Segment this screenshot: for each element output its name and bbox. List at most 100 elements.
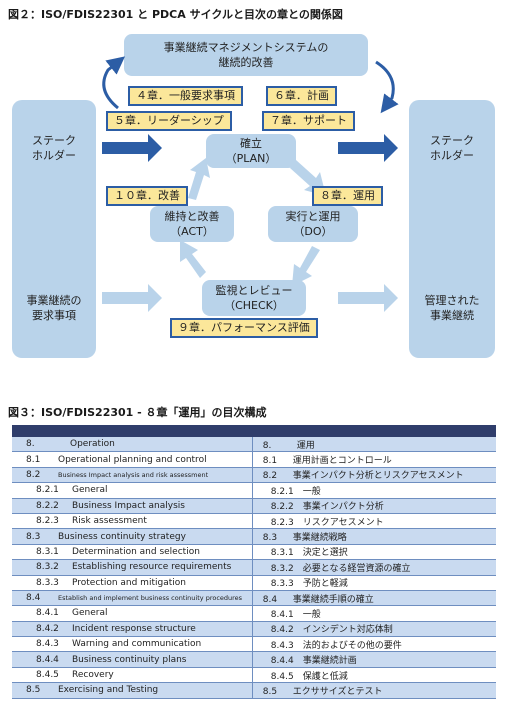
act-box: 維持と改善 （ACT）	[150, 206, 234, 242]
section-number: 8.	[262, 440, 272, 451]
toc-cell-en: 8. Operation	[12, 437, 253, 453]
left-stakeholder-label: ステーク ホルダー	[32, 134, 76, 162]
section-title: 法的およびその他の要件	[302, 640, 402, 651]
section-number: 8.4.2	[36, 623, 59, 634]
section-title: Incident response structure	[72, 623, 196, 634]
section-number: 8.4.2	[270, 625, 294, 636]
section-title: 事業継続戦略	[292, 533, 347, 544]
plan-box: 確立 （PLAN）	[206, 134, 296, 168]
section-title: 予防と軽減	[302, 579, 348, 590]
left-top-arrow	[102, 134, 162, 162]
section-number: 8.2.3	[270, 517, 294, 528]
section-number: 8.3.2	[36, 562, 59, 573]
section-title: Operational planning and control	[58, 454, 207, 465]
figure3-title: 図３：ISO/FDIS22301 - ８章「運用」の目次構成	[8, 406, 267, 419]
section-title: Operation	[70, 439, 115, 450]
section-number: 8.1	[262, 456, 278, 467]
section-title: Protection and mitigation	[72, 577, 186, 588]
section-title: 運用	[296, 440, 315, 451]
do-box: 実行と運用 （DO）	[268, 206, 358, 242]
section-title: Establishing resource requirements	[72, 562, 232, 573]
act-to-plan-arrow	[188, 158, 210, 200]
left-requirements-label: 事業継続の 要求事項	[26, 294, 82, 322]
section-number: 8.3.2	[270, 563, 294, 574]
section-title: 事業継続計画	[302, 656, 357, 667]
section-title: Recovery	[72, 670, 114, 681]
section-number: 8.2.1	[36, 485, 59, 496]
toc-cell-en: 8.2.1 General	[12, 482, 253, 499]
section-number: 8.3.3	[270, 579, 294, 590]
section-title: 事業インパクト分析	[302, 502, 384, 513]
toc-cell-ja: 8. 運用	[252, 437, 496, 453]
pdca-diagram: 図２：ISO/FDIS22301 と PDCA サイクルと目次の章との関係図 ス…	[8, 8, 495, 358]
section-number: 8.4.5	[270, 671, 294, 682]
section-title: Business Impact analysis	[72, 500, 185, 511]
section-number: 8.5	[26, 685, 41, 696]
toc-cell-en: 8.4.2 Incident response structure	[12, 621, 253, 638]
chapter10-label: １０章．改善	[106, 186, 188, 206]
section-title: エクササイズとテスト	[292, 686, 383, 697]
section-title: Determination and selection	[72, 546, 200, 557]
toc-cell-en: 8.4.3 Warning and communication	[12, 636, 253, 653]
toc-cell-en: 8.3.2 Establishing resource requirements	[12, 559, 253, 576]
section-number: 8.2	[262, 471, 278, 482]
chapter8-label: ８章．運用	[312, 186, 383, 206]
section-number: 8.4	[26, 593, 41, 604]
do-to-check-arrow	[292, 246, 320, 286]
section-title: Risk assessment	[72, 516, 147, 527]
section-title: Business continuity strategy	[58, 531, 186, 542]
left-bottom-arrow	[102, 284, 162, 312]
section-title: 事業継続手順の確立	[292, 594, 374, 605]
section-number: 8.	[26, 439, 35, 450]
section-title: General	[72, 485, 108, 496]
chapter6-label: ６章．計画	[266, 86, 337, 106]
left-panel	[12, 100, 96, 358]
section-number: 8.2.2	[36, 500, 59, 511]
section-number: 8.4.3	[36, 639, 59, 650]
chapter4-label: ４章．一般要求事項	[128, 86, 243, 106]
toc-cell-ja: 8.3.3 予防と軽減	[252, 575, 496, 591]
toc-cell-en: 8.3 Business continuity strategy	[12, 528, 253, 545]
section-number: 8.3	[262, 533, 278, 544]
right-stakeholder-label: ステーク ホルダー	[430, 134, 474, 162]
section-title: Business continuity plans	[72, 654, 187, 665]
right-managed-label: 管理された 事業継続	[424, 294, 480, 322]
right-panel	[409, 100, 495, 358]
section-number: 8.3	[26, 531, 41, 542]
section-title: 一般	[302, 486, 321, 497]
section-number: 8.4.1	[36, 608, 59, 619]
section-number: 8.2.2	[270, 502, 294, 513]
toc-row: 8.3.3 Protection and mitigation 8.3.3 予防と軽減	[12, 575, 496, 591]
section-title: 一般	[302, 609, 321, 620]
loop-arrow-left	[102, 56, 126, 110]
section-title: 保護と低減	[302, 671, 348, 682]
section-title: Warning and communication	[72, 639, 202, 650]
right-top-arrow	[338, 134, 398, 162]
